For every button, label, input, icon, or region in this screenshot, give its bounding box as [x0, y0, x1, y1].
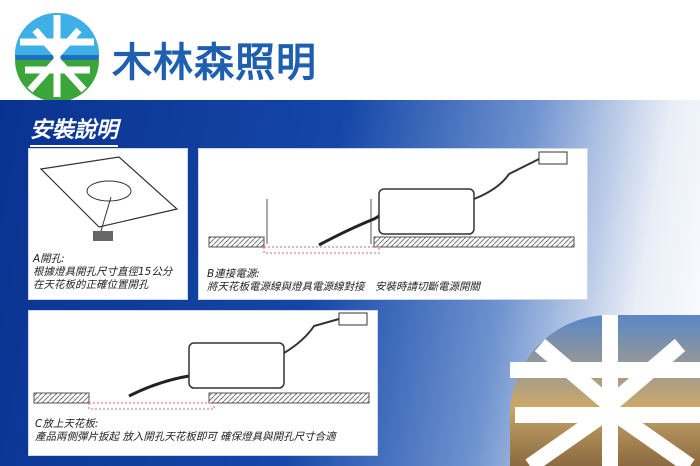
- brand-name: 木林森照明: [112, 40, 317, 86]
- step-b-title: B連接電源:: [207, 268, 260, 280]
- step-a-line: 根據燈具開孔尺寸直徑15公分: [33, 266, 173, 278]
- step-a-line: 在天花板的正確位置開孔: [33, 279, 149, 291]
- step-a-diagram: [39, 156, 179, 241]
- step-a-panel: A開孔: 根據燈具開孔尺寸直徑15公分 在天花板的正確位置開孔: [28, 148, 188, 300]
- step-a-title: A開孔:: [33, 253, 65, 265]
- step-c-line: 產品兩側彈片扳起 放入開孔天花板即可 確保燈具與開孔尺寸合適: [35, 431, 336, 443]
- step-c-panel: C放上天花板: 產品兩側彈片扳起 放入開孔天花板即可 確保燈具與開孔尺寸合適: [28, 310, 378, 456]
- step-b-diagram: [208, 151, 575, 254]
- header-band: 木林森照明: [0, 0, 700, 100]
- step-c-title: C放上天花板:: [35, 418, 99, 430]
- section-heading: 安裝說明: [30, 112, 119, 147]
- step-b-panel: B連接電源: 將天花板電源線與燈具電源線對接 安裝時請切斷電源開關: [198, 148, 588, 300]
- step-b-line: 將天花板電源線與燈具電源線對接 安裝時請切斷電源開關: [207, 281, 480, 293]
- logo-icon: [15, 13, 99, 100]
- city-logo-decoration: [500, 315, 700, 466]
- step-c-diagram: [33, 312, 370, 410]
